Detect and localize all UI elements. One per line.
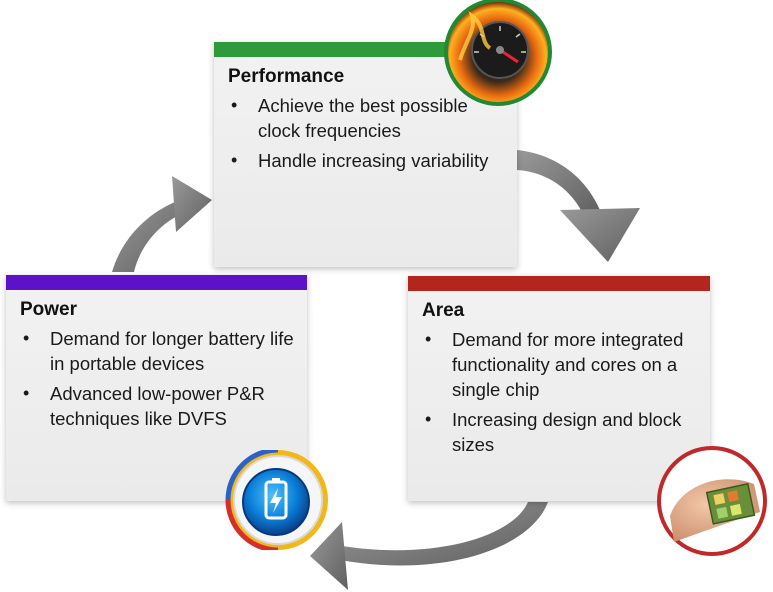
bullet-item: Demand for longer battery life in portab…	[20, 326, 295, 376]
power-title: Power	[20, 299, 78, 320]
bullet-item: Increasing design and block sizes	[422, 407, 698, 457]
area-title: Area	[422, 300, 465, 321]
area-bullets: Demand for more integrated functionality…	[422, 327, 698, 457]
area-accent-bar	[408, 276, 710, 291]
area-card: Area Demand for more integrated function…	[408, 276, 710, 501]
battery-icon	[212, 447, 344, 553]
bullet-item: Advanced low-power P&R techniques like D…	[20, 381, 295, 431]
arrow-power-to-performance	[112, 176, 212, 272]
bullet-item: Handle increasing variability	[228, 148, 505, 173]
bullet-item: Demand for more integrated functionality…	[422, 327, 698, 402]
performance-accent-bar	[214, 42, 517, 57]
bullet-item: Achieve the best possible clock frequenc…	[228, 93, 505, 143]
performance-bullets: Achieve the best possible clock frequenc…	[228, 93, 505, 173]
speedometer-fire-icon	[432, 0, 562, 108]
chip-on-finger-icon	[650, 446, 773, 556]
power-bullets: Demand for longer battery life in portab…	[20, 326, 295, 431]
power-accent-bar	[6, 275, 307, 290]
arrow-performance-to-area	[517, 150, 640, 262]
arrow-area-to-power	[310, 502, 548, 590]
performance-title: Performance	[228, 66, 345, 87]
